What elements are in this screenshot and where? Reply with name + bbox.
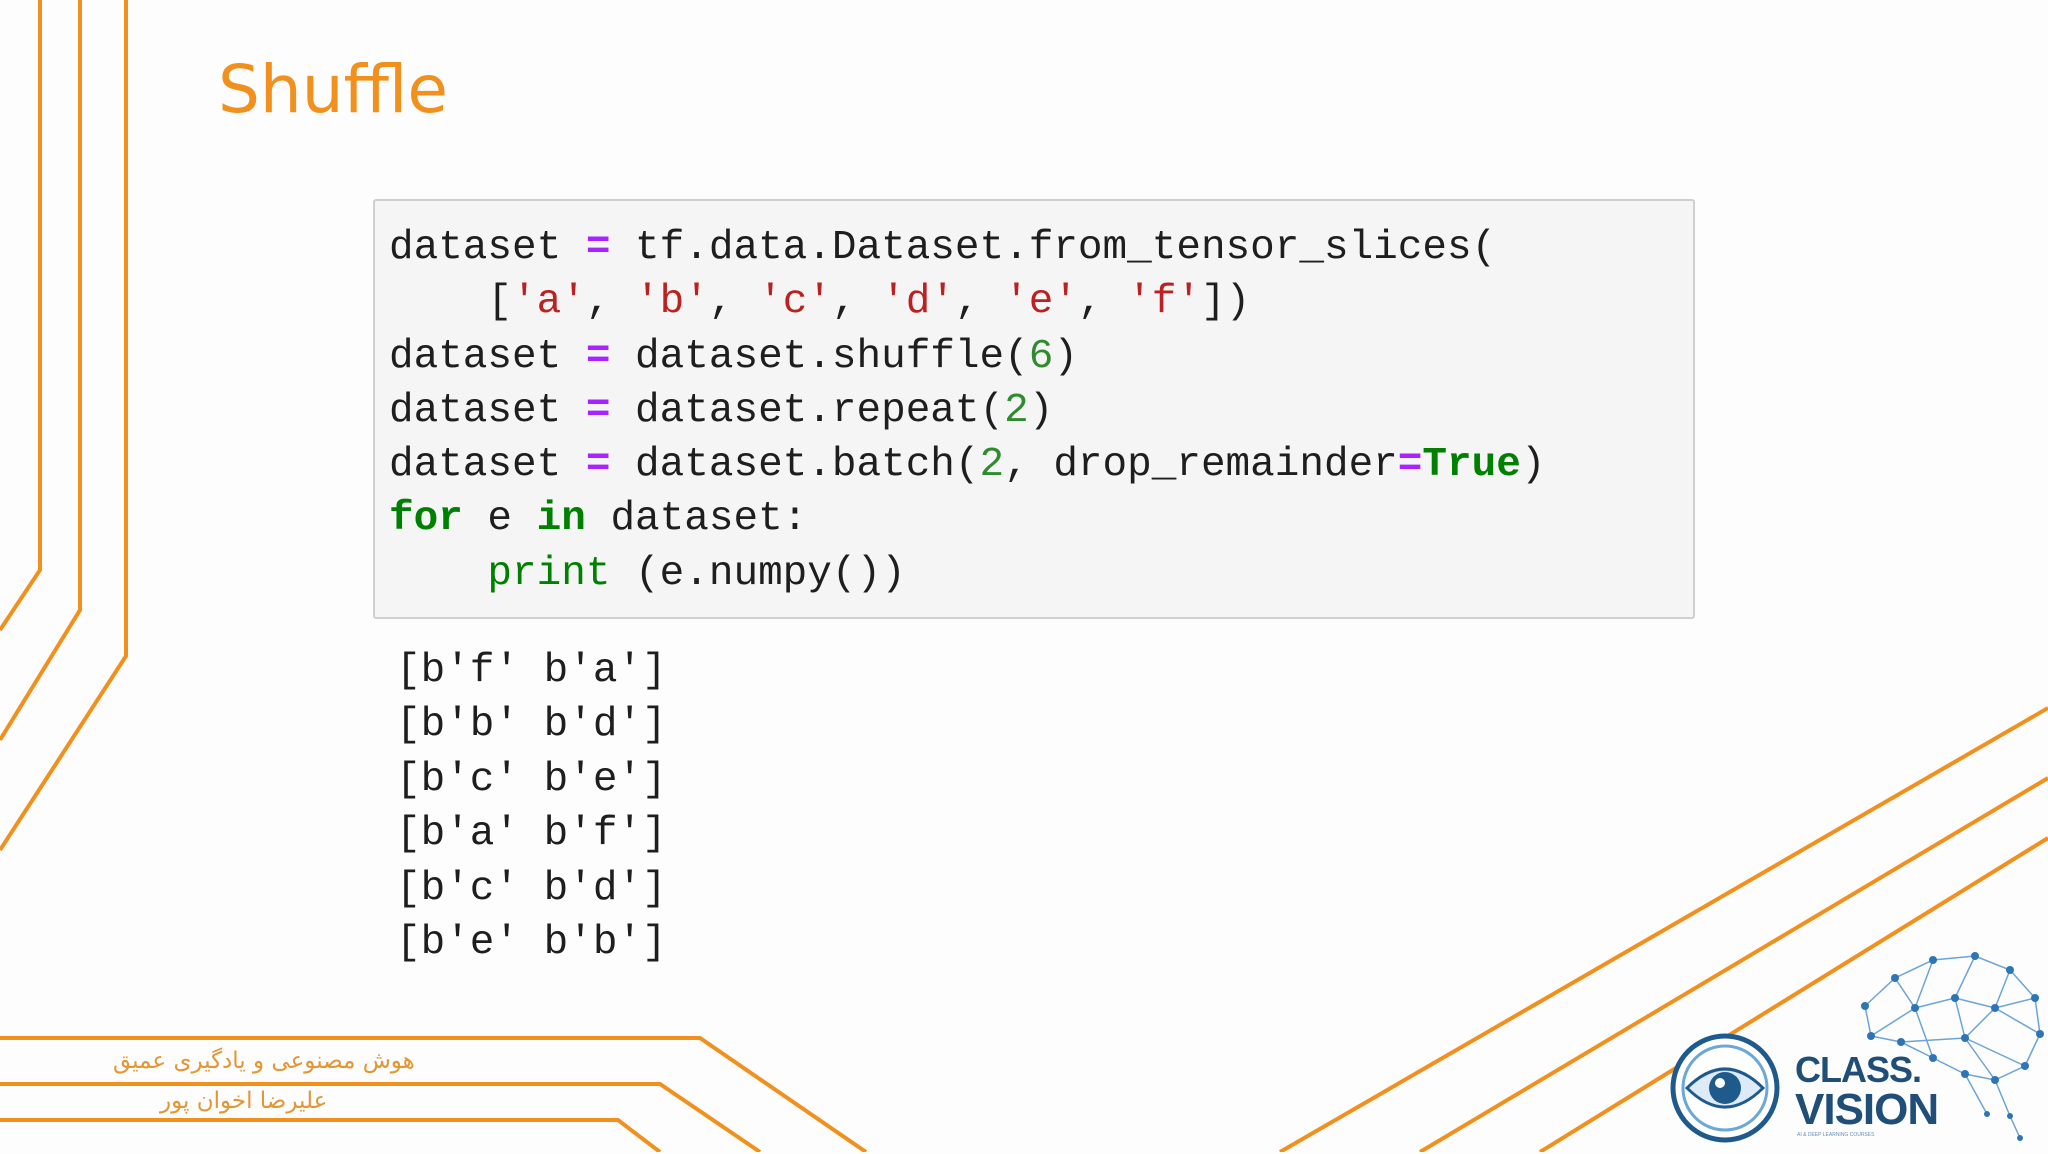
footer-author: علیرضا اخوان پور bbox=[160, 1088, 328, 1114]
code-cell[interactable]: dataset = tf.data.Dataset.from_tensor_sl… bbox=[373, 199, 1695, 619]
code-line: ['a', 'b', 'c', 'd', 'e', 'f']) bbox=[389, 279, 1251, 326]
class-vision-logo: CLASS. VISION AI & DEEP LEARNING COURSES bbox=[1665, 938, 2045, 1150]
output-line: [b'b' b'd'] bbox=[396, 702, 667, 749]
code-line: dataset = dataset.repeat(2) bbox=[389, 387, 1054, 434]
cell-output: [b'f' b'a'] [b'b' b'd'] [b'c' b'e'] [b'a… bbox=[396, 644, 667, 970]
footer-course-title: هوش مصنوعی و یادگیری عمیق bbox=[113, 1048, 415, 1074]
code-line: dataset = dataset.shuffle(6) bbox=[389, 333, 1078, 380]
code-block: dataset = tf.data.Dataset.from_tensor_sl… bbox=[389, 221, 1545, 601]
output-line: [b'f' b'a'] bbox=[396, 648, 667, 694]
logo-line1: CLASS. bbox=[1795, 1049, 1922, 1090]
output-line: [b'e' b'b'] bbox=[396, 920, 667, 967]
output-line: [b'c' b'e'] bbox=[396, 756, 667, 803]
output-line: [b'a' b'f'] bbox=[396, 811, 667, 858]
code-line: for e in dataset: bbox=[389, 496, 808, 543]
logo-line2: VISION bbox=[1795, 1085, 1939, 1134]
output-line: [b'c' b'd'] bbox=[396, 865, 667, 912]
logo-tagline: AI & DEEP LEARNING COURSES bbox=[1797, 1132, 1875, 1138]
eye-brain-network-icon bbox=[1670, 952, 2044, 1143]
code-line: dataset = tf.data.Dataset.from_tensor_sl… bbox=[389, 225, 1497, 271]
slide-title: Shuffle bbox=[218, 51, 448, 128]
code-line: print (e.numpy()) bbox=[487, 550, 906, 597]
code-line: dataset = dataset.batch(2, drop_remainde… bbox=[389, 442, 1546, 489]
